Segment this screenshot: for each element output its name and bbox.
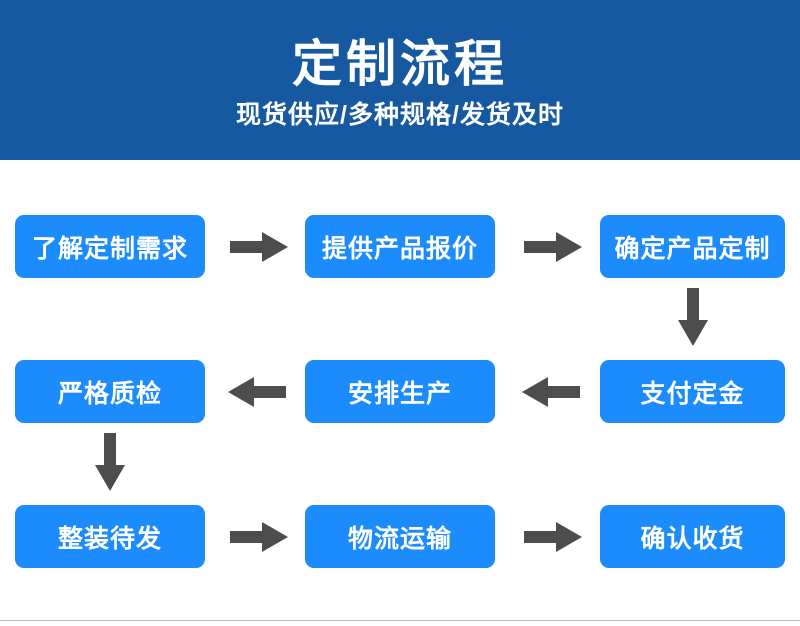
arrow-right-icon — [524, 520, 582, 554]
flow-node-label: 提供产品报价 — [321, 234, 478, 263]
flow-node-step-4: 支付定金 — [600, 360, 785, 423]
customization-process-flowchart: 了解定制需求 提供产品报价 确定产品定制 严格质检 安排生产 支付定金 整装待发… — [0, 160, 800, 610]
flow-node-label: 了解定制需求 — [31, 234, 188, 263]
flow-node-step-5: 安排生产 — [305, 360, 495, 423]
page-subtitle: 现货供应/多种规格/发货及时 — [236, 100, 564, 129]
arrow-right-icon — [230, 520, 288, 554]
arrow-right-icon — [524, 230, 582, 264]
flow-node-step-2: 提供产品报价 — [305, 215, 495, 278]
flow-node-step-6: 严格质检 — [15, 360, 205, 423]
flow-node-label: 支付定金 — [640, 379, 745, 408]
flow-node-label: 确定产品定制 — [614, 234, 771, 263]
flow-node-step-9: 确认收货 — [600, 505, 785, 568]
flow-node-step-3: 确定产品定制 — [600, 215, 785, 278]
flow-node-label: 确认收货 — [640, 524, 745, 553]
flow-node-step-8: 物流运输 — [305, 505, 495, 568]
page-header-banner: 定制流程 现货供应/多种规格/发货及时 — [0, 0, 800, 160]
flow-node-label: 整装待发 — [57, 524, 162, 553]
arrow-right-icon — [230, 230, 288, 264]
arrow-left-icon — [228, 375, 286, 409]
flow-node-label: 安排生产 — [347, 379, 452, 408]
arrow-down-icon — [93, 433, 127, 491]
arrow-left-icon — [522, 375, 580, 409]
page-title: 定制流程 — [292, 35, 508, 92]
flow-node-label: 物流运输 — [347, 524, 452, 553]
flow-node-label: 严格质检 — [57, 379, 162, 408]
flow-node-step-7: 整装待发 — [15, 505, 205, 568]
flow-node-step-1: 了解定制需求 — [15, 215, 205, 278]
arrow-down-icon — [676, 288, 710, 346]
footer-divider — [0, 620, 800, 621]
